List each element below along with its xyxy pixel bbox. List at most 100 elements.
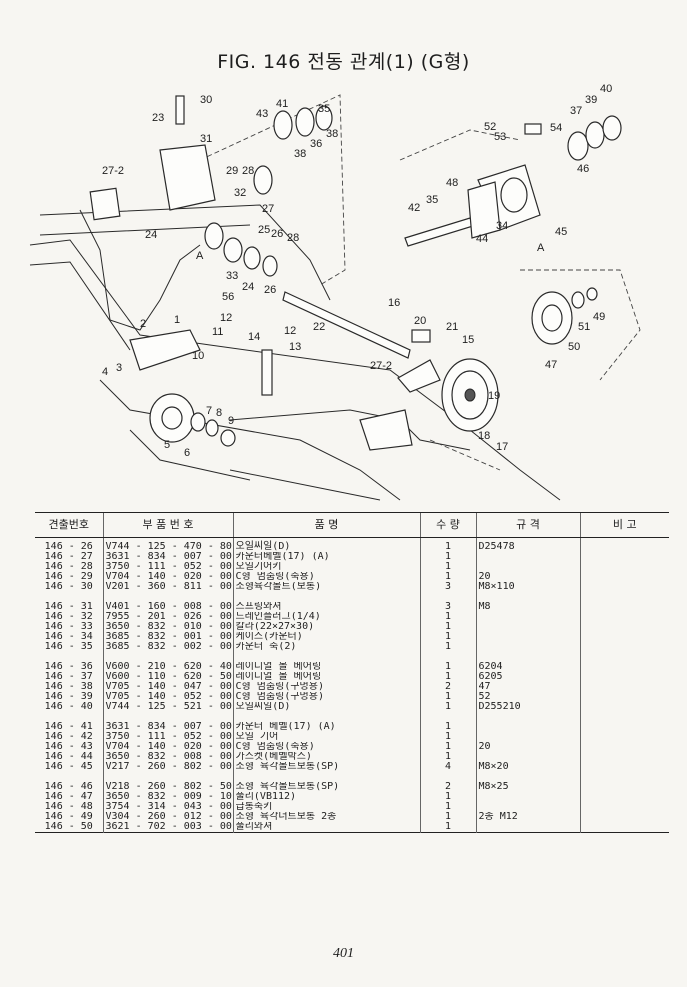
cell-qty: 1 (419, 537, 476, 552)
cell-part: 3650 - 832 - 009 - 10 (102, 792, 233, 802)
callout-label: 34 (496, 220, 508, 232)
callout-label: 10 (192, 350, 204, 362)
cell-no: 146 - 47 (44, 792, 93, 802)
cell-part: V600 - 210 - 620 - 40 (102, 662, 233, 672)
part-shapes (89, 95, 622, 451)
cell-qty: 2 (419, 682, 476, 692)
cell-part: 3685 - 832 - 001 - 00 (102, 632, 233, 642)
callout-label: 45 (555, 226, 567, 238)
cell-remarks (579, 812, 669, 822)
cell-part: 3750 - 111 - 052 - 00 (102, 732, 233, 742)
drain-plug-shape (524, 123, 542, 135)
callout-label: 19 (488, 390, 500, 402)
callout-label: 28 (287, 232, 299, 244)
header-remarks: 비 고 (579, 512, 669, 538)
bevel-box-shape (159, 144, 216, 211)
cell-qty: 1 (419, 702, 476, 712)
cell-remarks (579, 822, 669, 833)
cell-qty: 1 (419, 622, 476, 632)
cell-part: 3621 - 702 - 003 - 00 (102, 822, 233, 833)
cell-spec (475, 622, 580, 632)
cell-no: 146 - 34 (44, 632, 93, 642)
cell-name: 칼라(22×27×30) (232, 622, 420, 632)
cell-part: V217 - 260 - 802 - 00 (102, 762, 233, 772)
cell-qty: 1 (419, 572, 476, 582)
callout-label: A (537, 242, 545, 254)
cell-qty: 4 (419, 762, 476, 772)
gasket-shape (467, 181, 501, 239)
parts-table-header: 견출번호 부 품 번 호 품 명 수 량 규 격 비 고 (35, 512, 669, 538)
cell-no: 146 - 45 (44, 762, 93, 772)
cell-name: 레이디얼 볼 베어링 (232, 662, 420, 672)
frame-bracket-shape (359, 409, 413, 451)
callout-label: 46 (577, 163, 589, 175)
callout-label: 36 (310, 138, 322, 150)
callout-label: 38 (294, 148, 306, 160)
counter-shaft-35-shape (404, 217, 474, 247)
group-spacer (35, 772, 669, 782)
cell-no: 146 - 26 (44, 541, 93, 552)
cell-qty: 1 (419, 562, 476, 572)
callout-label: 7 (206, 405, 212, 417)
callout-label: 13 (289, 341, 301, 353)
cell-part: 3685 - 832 - 002 - 00 (102, 642, 233, 652)
cell-part: 3750 - 111 - 052 - 00 (102, 562, 233, 572)
cell-remarks (579, 682, 669, 692)
cell-name: 오일 기어 (232, 732, 420, 742)
cell-qty: 1 (419, 792, 476, 802)
group-spacer (35, 652, 669, 662)
group-spacer (35, 712, 669, 722)
cell-qty: 1 (419, 632, 476, 642)
cell-no: 146 - 35 (44, 642, 93, 652)
cell-no: 146 - 33 (44, 622, 93, 632)
callout-label: 37 (570, 105, 582, 117)
cell-spec (475, 752, 580, 762)
cell-no: 146 - 31 (44, 602, 93, 612)
cell-spec: M8×20 (475, 762, 580, 772)
callout-label: 30 (200, 94, 212, 106)
cell-part: V705 - 140 - 052 - 00 (102, 692, 233, 702)
cell-name: 오일기어키 (232, 562, 420, 572)
cell-remarks (579, 602, 669, 612)
callout-label: 2 (140, 318, 146, 330)
bearing-block-shape (397, 359, 441, 393)
group-spacer (35, 592, 669, 602)
cell-name: C형 멈춤링(구멍용) (232, 692, 420, 702)
bracket-13-shape (261, 349, 273, 396)
cell-remarks (579, 762, 669, 772)
cell-spec: 6205 (475, 672, 580, 682)
callout-label: 25 (258, 224, 270, 236)
cell-no: 146 - 49 (44, 812, 93, 822)
cell-name: 소형 육각너트보통 2종 (232, 812, 420, 822)
cell-part: V218 - 260 - 802 - 50 (102, 782, 233, 792)
callout-label: 28 (242, 165, 254, 177)
cell-name: C형 멈춤링(축용) (232, 742, 420, 752)
callout-label: 21 (446, 321, 458, 333)
callout-label: 47 (545, 359, 557, 371)
cell-spec: M8×25 (475, 782, 580, 792)
callout-label: 27 (262, 203, 274, 215)
cell-qty: 1 (419, 822, 476, 833)
callout-label: 12 (220, 312, 232, 324)
callout-label: 40 (600, 83, 612, 95)
cell-qty: 1 (419, 672, 476, 682)
callout-label: 18 (478, 430, 490, 442)
cell-remarks (579, 632, 669, 642)
exploded-parts-diagram: 30 31 23 43 41 35 38 36 38 29 28 27-2 32… (29, 83, 641, 501)
callout-label: 39 (585, 94, 597, 106)
cell-name: 카운터 축(2) (232, 642, 420, 652)
bolt-shape (175, 95, 185, 125)
cell-name: 소형 육각볼트보통(SP) (232, 762, 420, 772)
cell-no: 146 - 32 (44, 612, 93, 622)
bearing-37-shape (567, 131, 589, 161)
bevel-gear-shape (253, 165, 273, 195)
callout-label: 35 (318, 103, 330, 115)
cell-spec: 52 (475, 692, 580, 702)
